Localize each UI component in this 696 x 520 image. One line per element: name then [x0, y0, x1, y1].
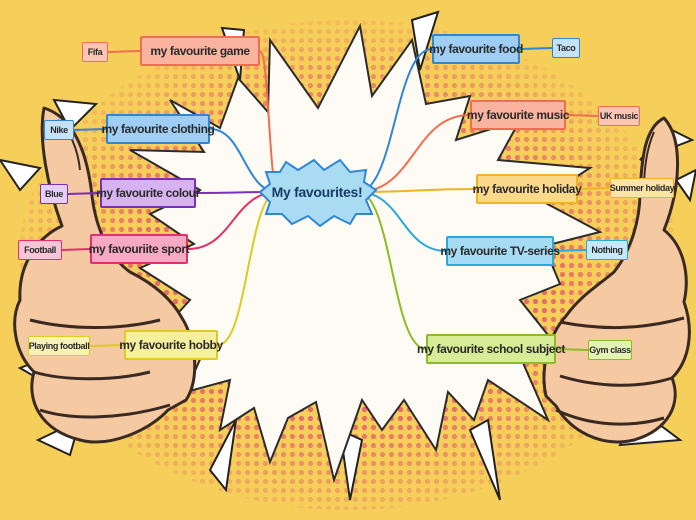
leaf-connector-music: [565, 114, 599, 117]
central-topic-label: My favourites!: [271, 184, 363, 200]
leaf-blue[interactable]: Blue: [40, 184, 68, 204]
topic-my-favourite-hobby[interactable]: my favourite hobby: [119, 330, 223, 360]
leaf-summer-holiday[interactable]: Summer holiday: [610, 178, 675, 198]
leaf-connector-game: [107, 50, 141, 53]
leaf-gym-class[interactable]: Gym class: [588, 340, 632, 360]
topic-my-favourite-tv-series[interactable]: my favourite TV-series: [440, 236, 560, 266]
topic-my-favourite-clothing[interactable]: my favourite clothing: [102, 114, 215, 144]
connector-subject: [357, 191, 427, 350]
topic-my-favourite-colour[interactable]: my favourite colour: [96, 178, 200, 208]
leaf-connector-colour: [67, 192, 101, 195]
topic-my-favourite-holiday[interactable]: my favourite holiday: [473, 174, 582, 204]
leaf-connector-hobby: [89, 344, 125, 347]
leaf-connector-subject: [555, 348, 589, 351]
right-thumbs-up: [542, 116, 691, 444]
leaf-uk-music[interactable]: UK music: [598, 106, 640, 126]
speech-burst: [129, 22, 603, 484]
leaf-football[interactable]: Football: [18, 240, 62, 260]
leaf-connector-clothing: [73, 128, 107, 131]
leaf-connector-food: [519, 47, 553, 50]
topic-my-favouriite-sport[interactable]: my favouriite sport: [89, 234, 190, 264]
topic-my-favourite-music[interactable]: my favourite music: [467, 100, 569, 130]
leaf-playing-football[interactable]: Playing football: [28, 336, 90, 356]
leaf-connector-tvseries: [553, 249, 587, 252]
topic-my-favourite-school-subject[interactable]: my favourite school subject: [417, 334, 565, 364]
leaf-nike[interactable]: Nike: [44, 120, 74, 140]
leaf-taco[interactable]: Taco: [552, 38, 580, 58]
leaf-nothing[interactable]: Nothing: [586, 240, 628, 260]
leaf-connector-sport: [61, 248, 91, 251]
center-badge: [258, 158, 378, 228]
leaf-fifa[interactable]: Fifa: [82, 42, 108, 62]
central-topic[interactable]: My favourites!: [262, 166, 372, 218]
topic-my-favourite-game[interactable]: my favourite game: [140, 36, 260, 66]
leaf-connector-holiday: [577, 187, 611, 190]
topic-my-favourite-food[interactable]: my favourite food: [429, 34, 523, 64]
